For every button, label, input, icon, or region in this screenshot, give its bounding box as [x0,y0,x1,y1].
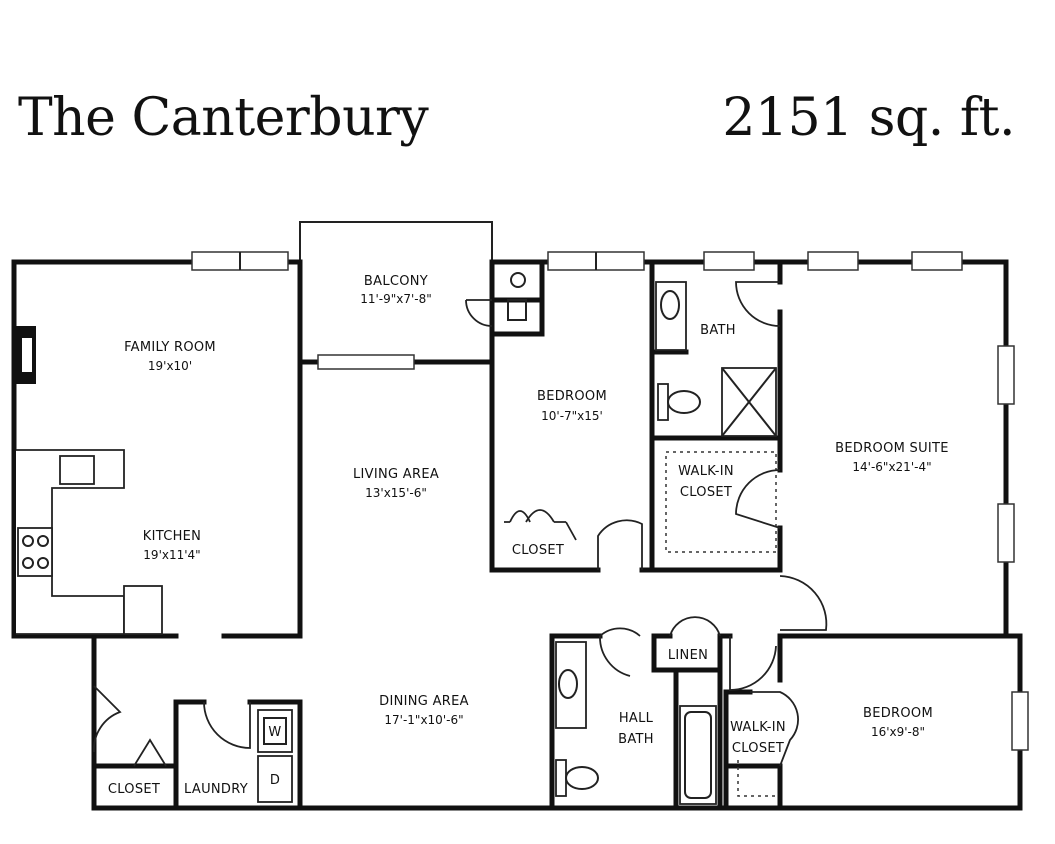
balcony-dim: 11'-9"x7'-8" [360,292,432,306]
bath-label: BATH [700,323,736,338]
hall-bath-label-2: BATH [618,732,654,747]
living-area-label: LIVING AREA [353,467,439,482]
hall-bath-label: HALL [619,711,654,726]
walkin-closet-2-label: WALK-IN [730,720,786,735]
dryer-label: D [270,773,280,788]
kitchen-dim: 19'x11'4" [143,548,200,562]
bedroom-2-label: BEDROOM [863,706,933,721]
water-heater [507,272,527,321]
bath-fixtures [655,281,777,437]
dining-area-dim: 17'-1"x10'-6" [384,713,463,727]
doors [93,281,828,767]
kitchen-label: KITCHEN [143,529,201,544]
bedroom-suite-label: BEDROOM SUITE [835,441,949,456]
hall-bath-fixtures [555,641,717,805]
laundry-appliances [257,709,293,803]
bedroom-2-dim: 16'x9'-8" [871,725,925,739]
closet-rod-1 [665,451,777,553]
laundry-label: LAUNDRY [184,782,248,797]
walkin-closet-1-label-2: CLOSET [680,485,732,500]
interior-walls [11,259,783,811]
bedroom-1-label: BEDROOM [537,389,607,404]
living-area-dim: 13'x15'-6" [365,486,427,500]
balcony-outline [299,221,493,262]
closet-entry-label: CLOSET [108,782,160,797]
closet-rod-2 [737,760,776,797]
walkin-closet-2-label-2: CLOSET [732,741,784,756]
kitchen-counters [16,449,163,635]
family-room-label: FAMILY ROOM [124,340,216,355]
balcony-label: BALCONY [364,274,428,289]
linen-label: LINEN [668,648,708,663]
windows [191,251,1029,751]
dining-area-label: DINING AREA [379,694,469,709]
square-footage: 2151 sq. ft. [722,88,1015,148]
closet-bedroom-label: CLOSET [512,543,564,558]
plan-title: The Canterbury [18,88,429,148]
bedroom-1-dim: 10'-7"x15' [541,409,603,423]
family-room-dim: 19'x10' [148,359,192,373]
bedroom-suite-dim: 14'-6"x21'-4" [852,460,931,474]
walkin-closet-1-label: WALK-IN [678,464,734,479]
washer-label: W [268,725,281,740]
